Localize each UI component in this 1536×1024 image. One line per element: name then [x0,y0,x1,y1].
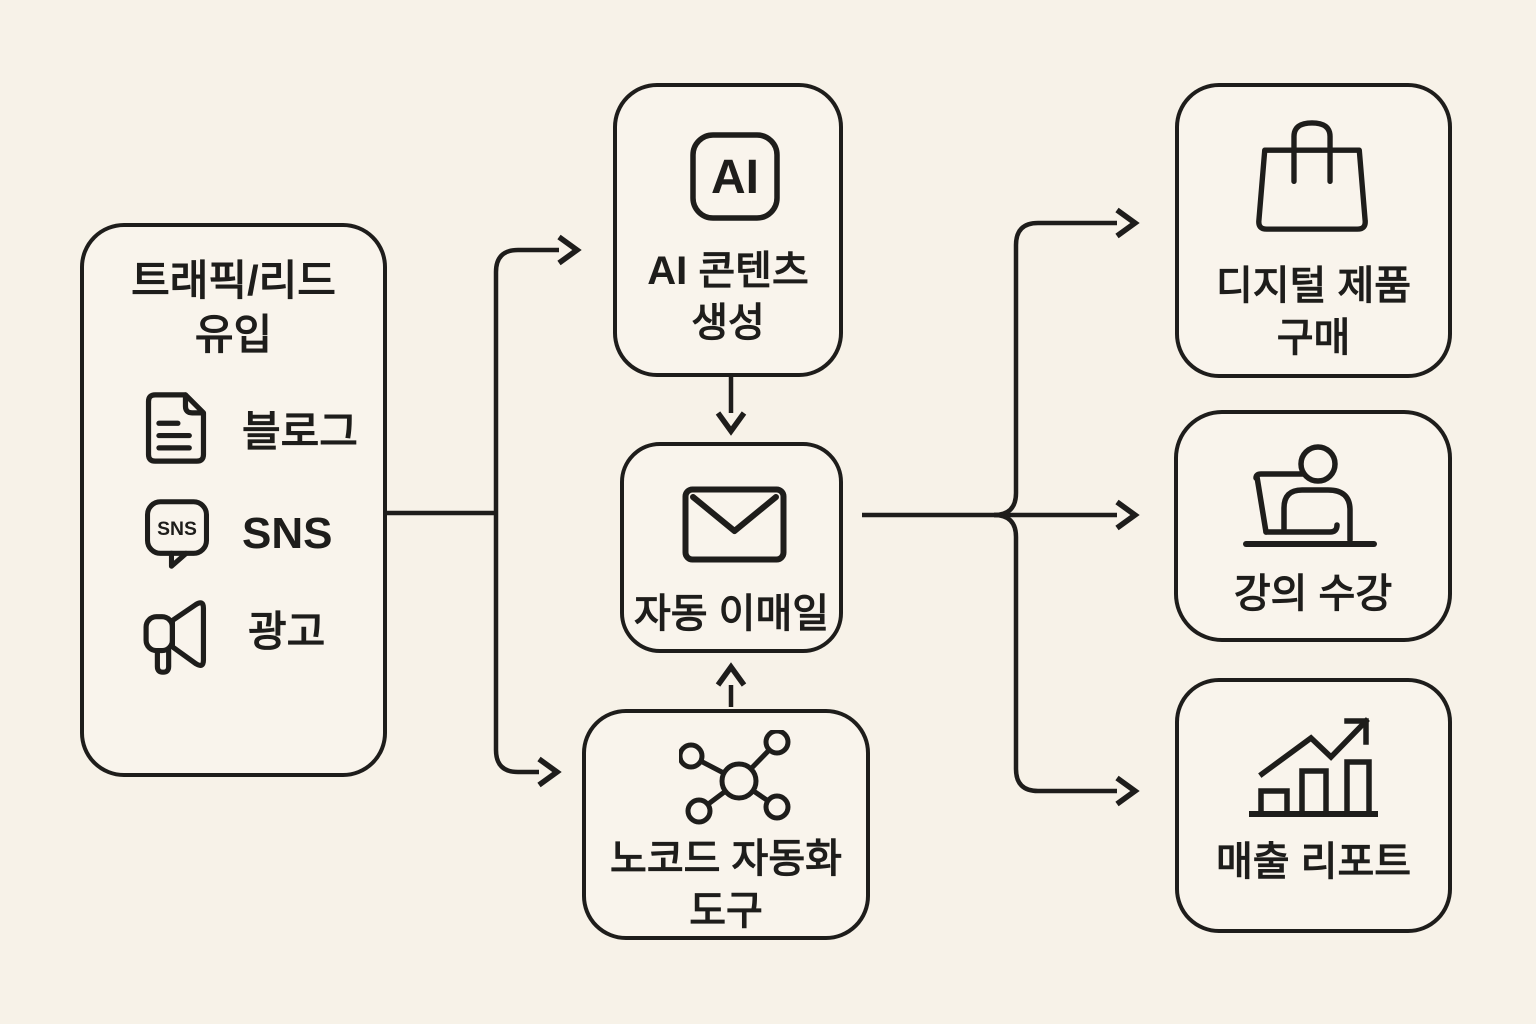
arrowhead-to-nocode [537,756,562,788]
connector-source-to-nocode [493,513,539,775]
connector-email-to-purchase [993,220,1117,518]
course-label: 강의 수강 [1233,572,1393,616]
digital-product-box: 디지털 제품 구매 [1175,83,1452,378]
nocode-label-line2: 도구 [689,889,763,933]
ai-chip-icon: AI [690,132,780,221]
source-item-ads: 광고 [140,581,325,675]
traffic-lead-title-line2: 유입 [194,311,273,358]
source-item-label: 블로그 [242,407,358,455]
sns-bubble-icon: SNS [144,499,210,569]
ai-content-label-line2: 생성 [691,301,765,345]
traffic-lead-box: 트래픽/리드 유입 블로그 SNS SNS [80,223,387,777]
nocode-automation-box: 노코드 자동화 도구 [582,709,870,940]
arrowhead-ai-to-email [715,411,747,436]
arrowhead-to-course [1115,499,1140,531]
sns-bubble-text: SNS [157,518,197,540]
source-item-label: SNS [242,509,333,558]
arrowhead-to-ai [557,234,582,266]
course-box: 강의 수강 [1174,410,1452,642]
megaphone-icon [143,600,207,675]
shopping-bag-icon [1256,120,1368,232]
ai-chip-text: AI [711,151,759,204]
document-icon [145,392,207,464]
arrowhead-nocode-to-email [715,662,747,687]
nocode-label-line1: 노코드 자동화 [610,837,842,881]
connector-email-to-report [993,512,1117,794]
digital-product-label-line1: 디지털 제품 [1215,264,1412,308]
ai-content-box: AI AI 콘텐츠 생성 [613,83,843,377]
traffic-lead-title-line1: 트래픽/리드 [131,257,336,304]
sales-report-label: 매출 리포트 [1215,840,1412,884]
source-item-label: 광고 [248,607,326,655]
arrowhead-to-report [1115,775,1140,807]
auto-email-box: 자동 이매일 [620,442,843,653]
sales-chart-icon [1249,717,1378,817]
person-laptop-icon [1243,444,1377,547]
sales-report-box: 매출 리포트 [1175,678,1452,933]
connector-source-to-ai [493,247,559,513]
digital-product-label-line2: 구매 [1276,316,1351,360]
source-item-sns: SNS SNS [142,495,332,573]
network-nodes-icon [679,730,791,825]
ai-content-label-line1: AI 콘텐츠 [647,249,809,293]
source-item-blog: 블로그 [140,390,358,466]
arrowhead-to-purchase [1115,207,1140,239]
envelope-icon [682,486,787,563]
auto-email-label: 자동 이매일 [633,592,830,636]
